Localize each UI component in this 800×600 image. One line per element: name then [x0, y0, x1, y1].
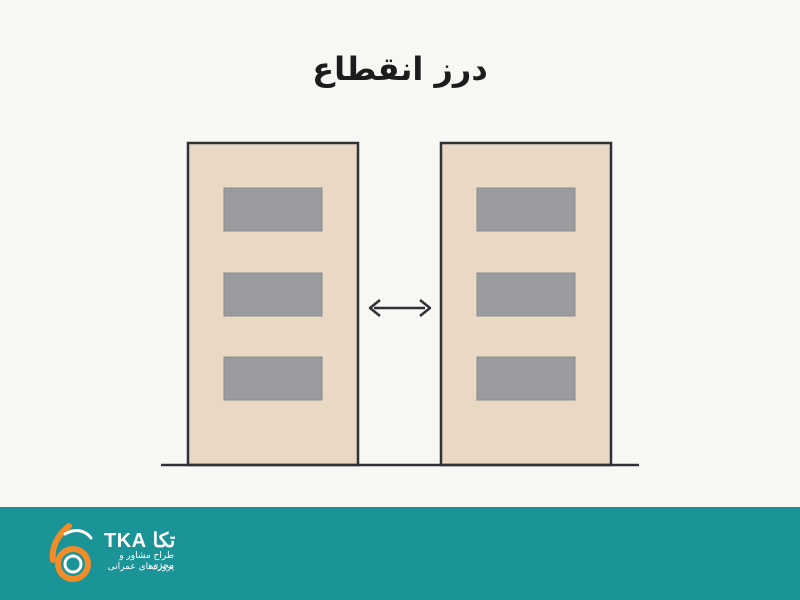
left-building	[186, 141, 360, 467]
tka-logo-icon	[49, 523, 93, 582]
tagline-line-2: پروژه‌های عمرانی	[107, 562, 174, 572]
right-building	[439, 141, 613, 467]
footer-bar	[0, 507, 800, 600]
brand-latin: TKA	[104, 530, 147, 552]
right-building-window-2	[476, 272, 576, 317]
double-arrow-icon	[368, 299, 432, 317]
right-building-window-1	[476, 187, 576, 232]
right-building-window-3	[476, 356, 576, 401]
page-title: درز انقطاع	[312, 50, 488, 88]
left-building-window-3	[223, 356, 323, 401]
separation-joint-diagram	[161, 141, 639, 467]
left-building-window-2	[223, 272, 323, 317]
left-building-window-1	[223, 187, 323, 232]
tagline-line-1: طراح مشاور و مجری	[119, 551, 174, 571]
brand-persian: تکا	[152, 530, 176, 552]
